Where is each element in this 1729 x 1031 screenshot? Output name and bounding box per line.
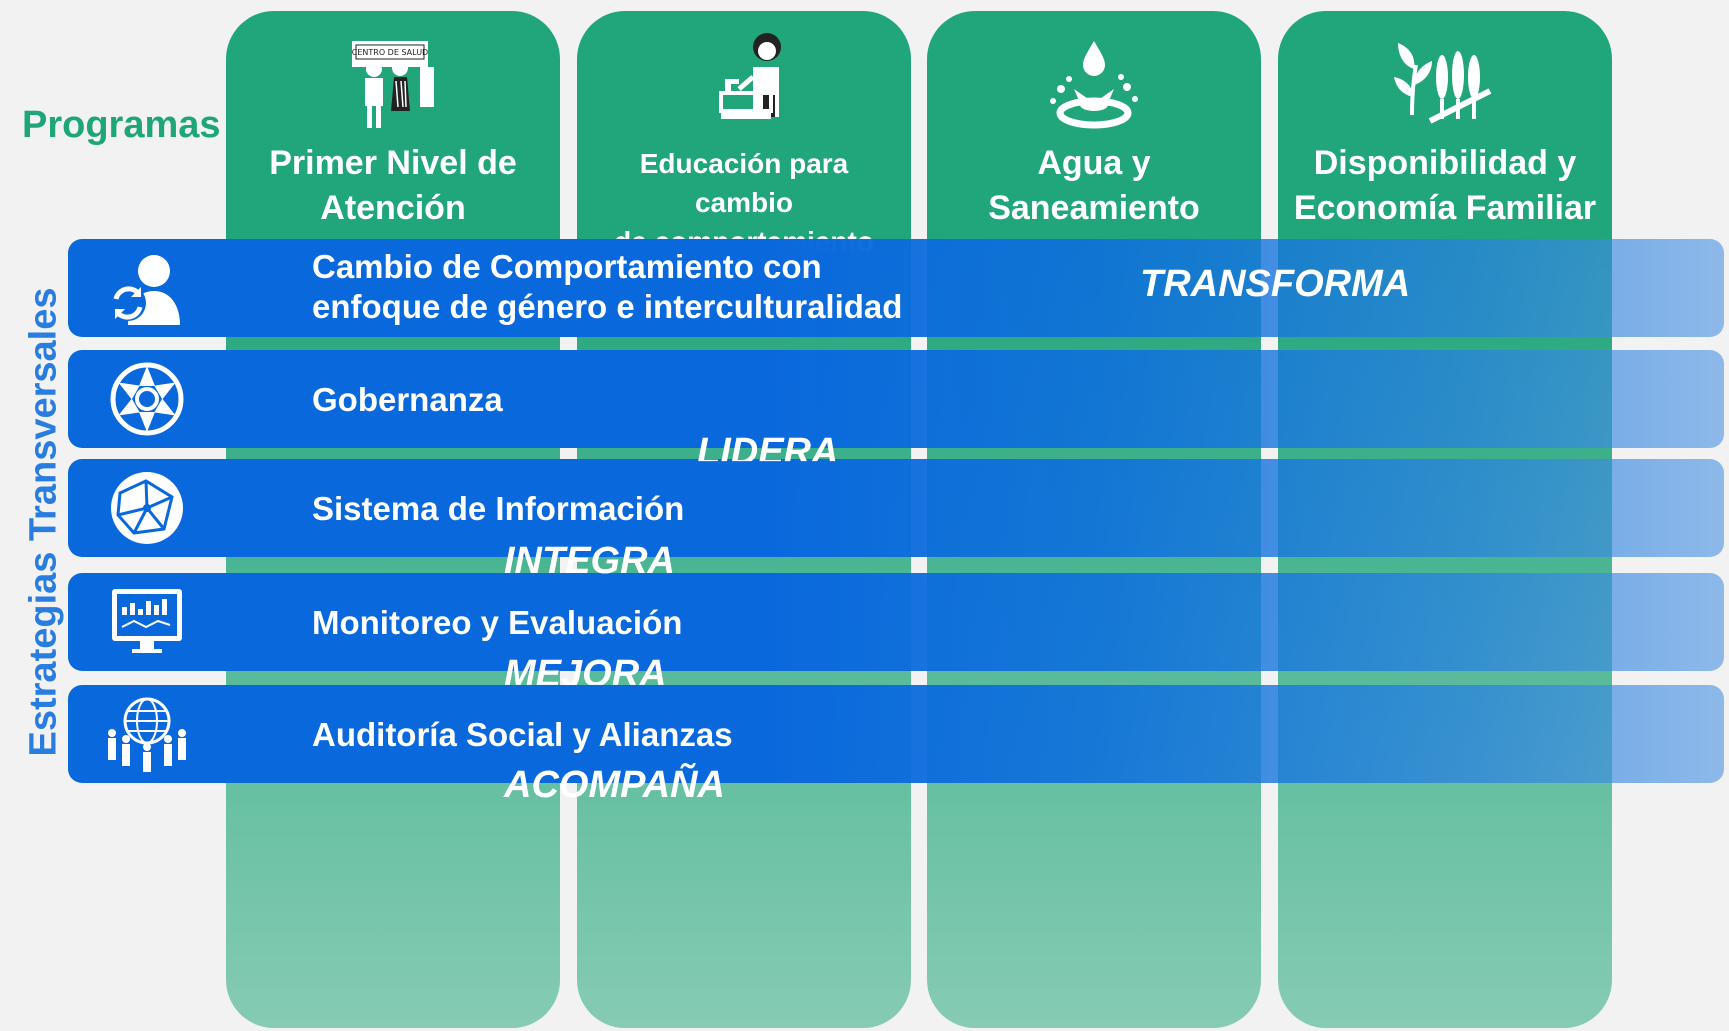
programs-label: Programas: [22, 104, 221, 146]
strategy-band-gobernanza: Gobernanza: [68, 350, 1724, 448]
strategy-band-monitoreo: Monitoreo y Evaluación: [68, 573, 1724, 671]
monitor-chart-icon: [112, 589, 182, 653]
motto-mejora: MEJORA: [504, 653, 667, 695]
strategy-title: Sistema de Información: [312, 490, 685, 527]
motto-transforma: TRANSFORMA: [1140, 263, 1411, 305]
crops-icon: [1394, 43, 1492, 124]
strategy-title: Gobernanza: [312, 381, 503, 418]
handwashing-icon: [719, 33, 781, 119]
strategy-band-auditoria: Auditoría Social y Alianzas: [68, 685, 1724, 783]
motto-lidera: LIDERA: [697, 431, 839, 473]
strategy-title: Monitoreo y Evaluación: [312, 604, 683, 641]
governance-aperture-icon: [110, 362, 184, 436]
strategy-title: Auditoría Social y Alianzas: [312, 716, 733, 753]
health-center-icon: CENTRO DE SALUD: [352, 41, 434, 128]
motto-acompana: ACOMPAÑA: [504, 764, 725, 806]
water-drop-icon: [1050, 41, 1138, 129]
strategies-label: Estrategias Transversales: [22, 287, 65, 757]
globe-network-icon: [111, 472, 183, 544]
health-center-sign: CENTRO DE SALUD: [352, 48, 428, 57]
strategy-band-informacion: Sistema de Información: [68, 459, 1724, 557]
motto-integra: INTEGRA: [504, 540, 675, 582]
people-globe-icon: [108, 697, 186, 772]
person-refresh-icon: [110, 255, 180, 325]
